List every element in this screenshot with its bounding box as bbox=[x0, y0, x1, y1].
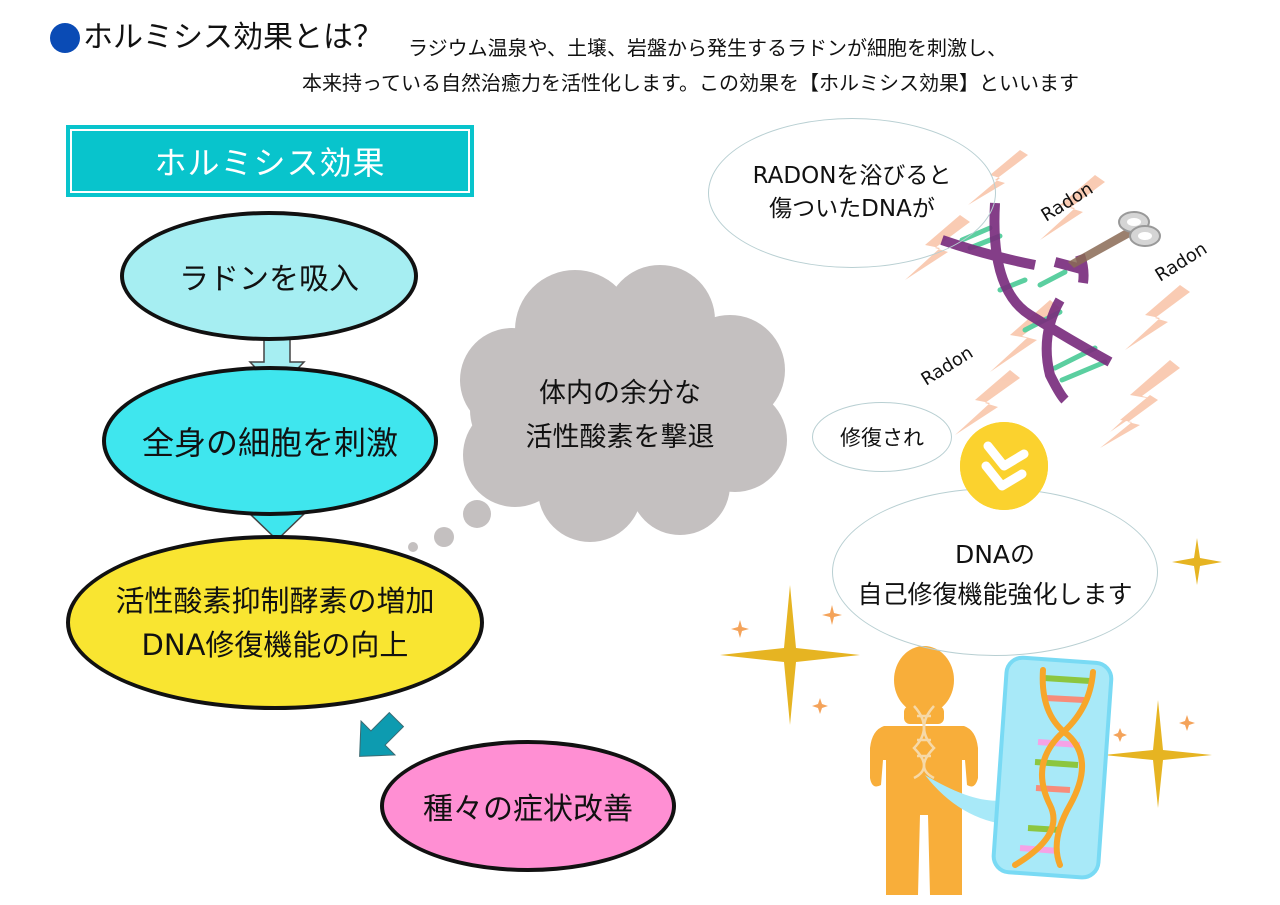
flow-step-line-1: 活性酸素抑制酵素の増加 bbox=[115, 583, 435, 618]
banner-label: ホルミシス効果 bbox=[154, 144, 386, 182]
flow-step-label: 全身の細胞を刺激 bbox=[141, 424, 398, 462]
bubble-line-1: DNAの bbox=[954, 540, 1036, 569]
arrow-diagonal-icon bbox=[359, 711, 405, 757]
radon-label: Radon bbox=[918, 342, 977, 390]
flow-step-label: 種々の症状改善 bbox=[423, 792, 633, 827]
dna-icon bbox=[1012, 667, 1096, 868]
flow-step-symptom-improvement: 種々の症状改善 bbox=[380, 740, 676, 872]
page-title: ホルミシス効果とは？ bbox=[83, 20, 383, 55]
thought-cloud-text: 体内の余分な 活性酸素を撃退 bbox=[470, 372, 770, 460]
flow-step-stimulate-cells: 全身の細胞を刺激 bbox=[102, 366, 438, 516]
title-bullet-icon bbox=[50, 23, 80, 53]
person-icon bbox=[870, 646, 978, 895]
flow-step-label: ラドンを吸入 bbox=[179, 262, 359, 297]
radon-label: Radon bbox=[1152, 238, 1211, 286]
scissors-icon bbox=[1068, 211, 1161, 268]
chevron-down-circle-icon bbox=[960, 422, 1048, 510]
bubble-line-1: RADONを浴びると bbox=[752, 163, 952, 189]
bubble-dna-self-repair: DNAの 自己修復機能強化します bbox=[832, 488, 1158, 656]
flow-step-inhale-radon: ラドンを吸入 bbox=[120, 211, 418, 341]
bubble-label: 修復され bbox=[840, 426, 924, 450]
dna-mini-icon bbox=[912, 705, 936, 780]
cloud-line-2: 活性酸素を撃退 bbox=[525, 422, 715, 453]
thought-cloud bbox=[408, 265, 787, 552]
bubble-line-2: 傷ついたDNAが bbox=[769, 196, 935, 222]
sparkle-icon bbox=[720, 538, 1222, 808]
hormesis-banner: ホルミシス効果 bbox=[66, 125, 474, 197]
intro-text-line-1: ラジウム温泉や、土壌、岩盤から発生するラドンが細胞を刺激し、 bbox=[408, 36, 1007, 60]
cloud-line-1: 体内の余分な bbox=[539, 378, 701, 409]
bubble-line-2: 自己修復機能強化します bbox=[857, 580, 1133, 609]
flow-step-line-2: DNA修復機能の向上 bbox=[141, 627, 409, 662]
intro-text-line-2: 本来持っている自然治癒力を活性化します。この効果を【ホルミシス効果】といいます bbox=[302, 71, 1079, 95]
flow-step-enzyme-dna-repair: 活性酸素抑制酵素の増加 DNA修復機能の向上 bbox=[66, 535, 484, 710]
bubble-repaired: 修復され bbox=[812, 402, 952, 472]
bubble-radon-damaged-dna: RADONを浴びると 傷ついたDNAが bbox=[708, 118, 996, 268]
